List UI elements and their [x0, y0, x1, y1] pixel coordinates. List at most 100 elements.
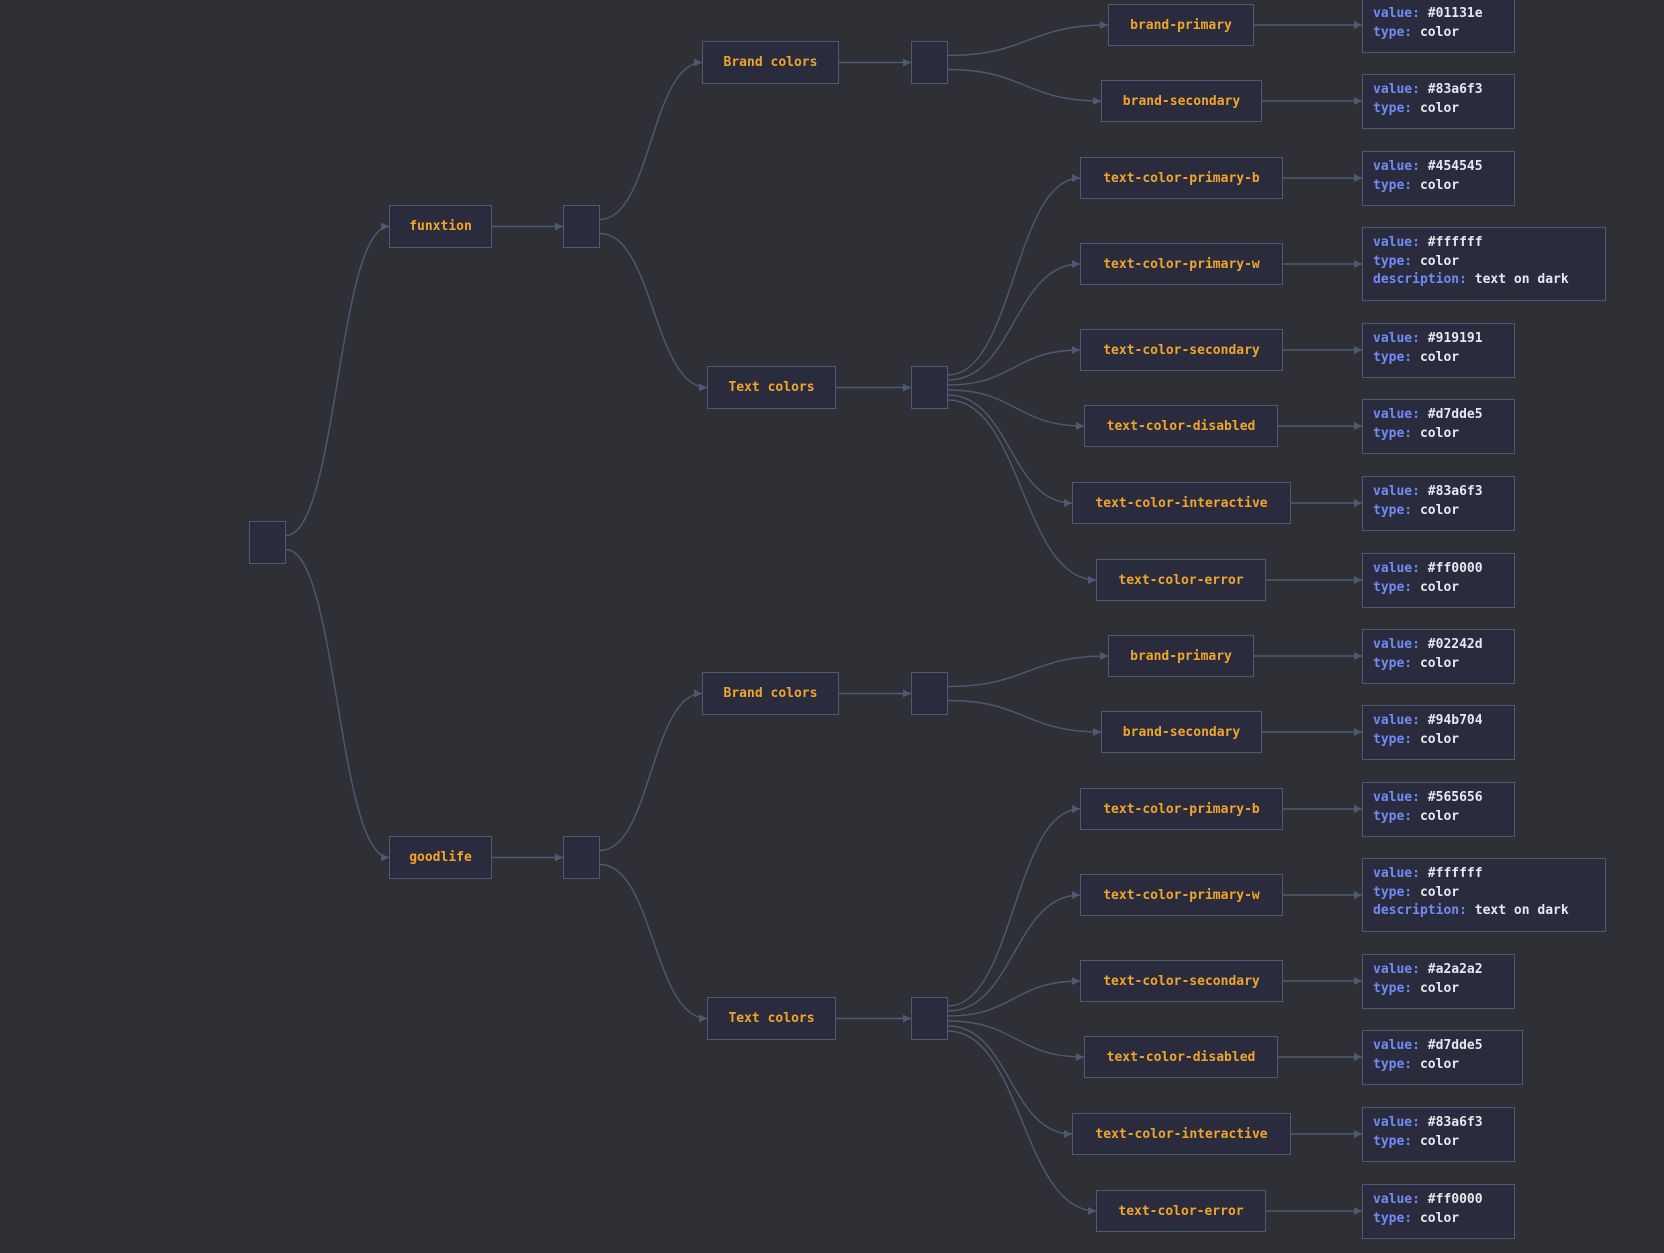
category-node: Brand colors: [702, 672, 839, 715]
edge-connector: [947, 1025, 1073, 1138]
token-value-key: value:: [1373, 1115, 1420, 1130]
token-type-line: type: color: [1373, 655, 1504, 674]
token-value-line: value: #d7dde5: [1373, 406, 1504, 425]
token-node: text-color-error: [1096, 559, 1266, 601]
edge-connector: [947, 1030, 1097, 1215]
edge-connector: [947, 394, 1073, 507]
token-type-key: type:: [1373, 100, 1413, 116]
edge-connector: [947, 21, 1109, 57]
token-value-key: value:: [1373, 159, 1420, 174]
edge-connector: [599, 58, 703, 221]
token-type-line: type: color: [1373, 349, 1504, 368]
token-value-line: value: #94b704: [1373, 712, 1504, 731]
token-type-key: type:: [1373, 579, 1413, 595]
token-value-line: value: #a2a2a2: [1373, 961, 1504, 980]
token-value-key: value:: [1373, 407, 1420, 422]
token-type-line: type: color: [1373, 980, 1504, 999]
token-value-line: value: #83a6f3: [1373, 1114, 1504, 1133]
edge-connector: [285, 548, 390, 862]
token-type-key: type:: [1373, 1210, 1413, 1226]
token-type: color: [1419, 177, 1460, 193]
token-node: text-color-disabled: [1084, 1036, 1278, 1078]
token-details: value: #d7dde5 type: color: [1362, 1030, 1523, 1085]
token-type-line: type: color: [1373, 579, 1504, 598]
token-description-key: description:: [1373, 903, 1467, 918]
edge-connector: [947, 977, 1081, 1017]
token-value-key: value:: [1373, 1038, 1420, 1053]
token-type-key: type:: [1373, 253, 1413, 269]
token-value: #d7dde5: [1427, 407, 1483, 422]
token-node: text-color-secondary: [1080, 960, 1283, 1002]
token-value: #02242d: [1427, 637, 1483, 652]
token-type-key: type:: [1373, 731, 1413, 747]
token-type-line: type: color: [1373, 1133, 1504, 1152]
token-type-key: type:: [1373, 980, 1413, 996]
token-value-line: value: #ffffff: [1373, 865, 1595, 884]
token-type-key: type:: [1373, 884, 1413, 900]
edge-connector: [285, 222, 390, 537]
token-type: color: [1419, 502, 1460, 518]
token-type-line: type: color: [1373, 1056, 1512, 1075]
token-type: color: [1419, 1210, 1460, 1226]
token-value-key: value:: [1373, 331, 1420, 346]
category-node: Text colors: [707, 997, 836, 1040]
token-value: #565656: [1427, 790, 1483, 805]
token-value-key: value:: [1373, 1192, 1420, 1207]
token-value-key: value:: [1373, 866, 1420, 881]
token-description-key: description:: [1373, 272, 1467, 287]
token-value: #d7dde5: [1427, 1038, 1483, 1053]
token-type-key: type:: [1373, 1056, 1413, 1072]
token-node: text-color-interactive: [1072, 1113, 1291, 1155]
token-type-key: type:: [1373, 808, 1413, 824]
edge-connector: [947, 68, 1102, 105]
token-value-line: value: #83a6f3: [1373, 483, 1504, 502]
token-value-line: value: #919191: [1373, 330, 1504, 349]
token-value: #ff0000: [1427, 561, 1483, 576]
token-type: color: [1419, 100, 1460, 116]
token-type: color: [1419, 349, 1460, 365]
token-type-key: type:: [1373, 502, 1413, 518]
edge-connector: [947, 699, 1102, 736]
token-value-key: value:: [1373, 6, 1420, 21]
token-type-line: type: color: [1373, 425, 1504, 444]
token-node: text-color-primary-b: [1080, 157, 1283, 199]
token-description: text on dark: [1474, 272, 1569, 287]
token-value-line: value: #83a6f3: [1373, 81, 1504, 100]
token-type-line: type: color: [1373, 253, 1595, 272]
edge-connector: [947, 399, 1097, 584]
category-node: Brand colors: [702, 41, 839, 84]
token-node: brand-secondary: [1101, 711, 1262, 753]
token-value: #ffffff: [1427, 866, 1483, 881]
token-node: text-color-error: [1096, 1190, 1266, 1232]
token-type-key: type:: [1373, 177, 1413, 193]
token-value: #01131e: [1427, 6, 1483, 21]
token-type-line: type: color: [1373, 884, 1595, 903]
edge-connector: [599, 232, 708, 392]
token-value: #83a6f3: [1427, 1115, 1483, 1130]
token-node: text-color-secondary: [1080, 329, 1283, 371]
token-type-line: type: color: [1373, 808, 1504, 827]
category-node: Text colors: [707, 366, 836, 409]
token-value-key: value:: [1373, 637, 1420, 652]
edge-connector: [599, 863, 708, 1023]
token-node: brand-secondary: [1101, 80, 1262, 122]
token-description: text on dark: [1474, 903, 1569, 918]
token-value: #a2a2a2: [1427, 962, 1483, 977]
token-type-key: type:: [1373, 655, 1413, 671]
token-type: color: [1419, 253, 1460, 269]
token-type: color: [1419, 425, 1460, 441]
category-junction: [911, 41, 948, 84]
token-node: text-color-interactive: [1072, 482, 1291, 524]
token-type-line: type: color: [1373, 1210, 1504, 1229]
token-value: #ffffff: [1427, 235, 1483, 250]
token-value-line: value: #ff0000: [1373, 560, 1504, 579]
